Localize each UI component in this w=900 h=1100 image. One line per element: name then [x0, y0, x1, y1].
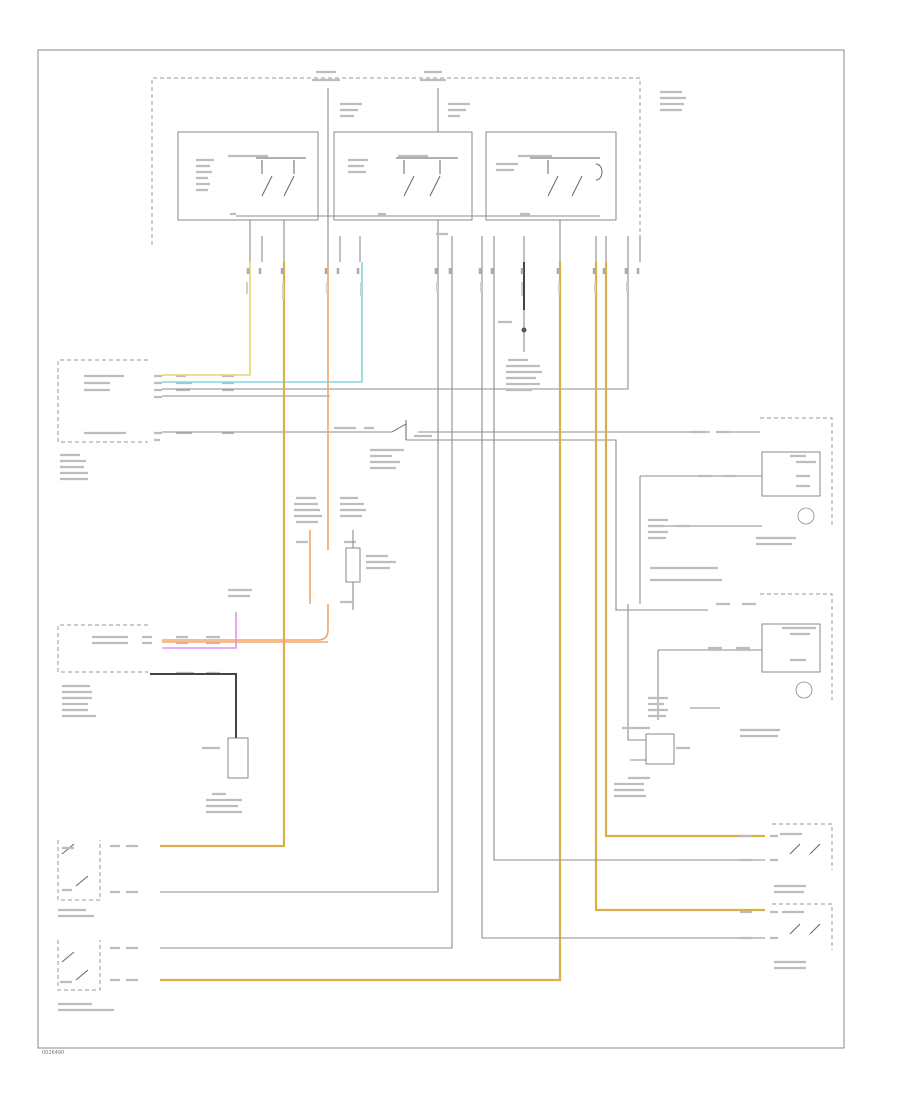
relay-box-right	[485, 131, 617, 221]
passenger-switch	[61, 951, 89, 981]
splice-box-labels	[614, 726, 690, 798]
wire-pink	[162, 612, 237, 649]
right-rear-switch-outline	[772, 903, 833, 950]
middle-components	[294, 496, 396, 610]
driver-door-module-outline	[760, 417, 833, 525]
passenger-switch-labels	[58, 946, 138, 1012]
diagram-frame	[37, 49, 845, 1049]
wire-gray-col-494	[493, 262, 765, 861]
driver-switch-labels	[58, 844, 138, 918]
wire-yellow-main	[160, 262, 286, 848]
driver-wires	[639, 475, 762, 604]
passenger-lock-actuator	[761, 623, 821, 673]
driver-switch-outline	[57, 840, 101, 901]
figure-id: 0026490	[42, 1050, 64, 1056]
wire-yellow-right-3	[604, 262, 765, 838]
bcm-outline	[57, 359, 148, 443]
wire-gray-col-482	[481, 262, 765, 939]
pin-stubs	[249, 220, 641, 262]
relay-box-middle	[333, 131, 473, 221]
driver-labels	[648, 430, 816, 582]
wire-splice-rear	[406, 439, 708, 611]
wire-yellow-bcm	[162, 262, 251, 376]
label-marks	[196, 70, 686, 236]
right-door-components	[614, 417, 833, 970]
driver-lock-actuator	[761, 451, 821, 497]
bcm-labels	[60, 374, 234, 481]
wire-gray-bcm-1	[162, 262, 629, 390]
fuse-block-outline	[151, 77, 641, 245]
connector-marks	[246, 268, 640, 274]
lamp-module	[345, 547, 361, 583]
module2-outline	[57, 624, 148, 673]
left-rear-labels	[740, 832, 806, 894]
connector-terminals	[246, 268, 640, 300]
wire-yellow-right-2	[594, 262, 765, 912]
passenger-door-module-outline	[760, 593, 833, 700]
wire-black-module	[150, 673, 237, 715]
wire-yellow-right-1	[160, 262, 562, 982]
right-rear-switch	[789, 923, 821, 935]
wire-cyan-bcm	[162, 262, 363, 383]
left-rear-switch	[789, 843, 821, 855]
ground-block-labels	[202, 746, 242, 814]
relay-switch-left	[256, 157, 306, 197]
door-ajar-labels	[334, 426, 432, 470]
wire-gray-col-438	[160, 262, 439, 893]
wire-gray-col-452	[160, 262, 453, 949]
relay-switch-right	[530, 157, 603, 197]
ground-splice-point	[521, 327, 527, 333]
relay-box-left	[177, 131, 319, 221]
passenger-lock-motor-icon	[795, 681, 813, 699]
left-rear-switch-outline	[772, 823, 833, 870]
passenger-switch-outline	[57, 940, 101, 991]
left-module-2	[57, 588, 252, 718]
component-labels-mid	[294, 496, 396, 604]
left-door-switches	[57, 840, 138, 1012]
fuse-relay-block	[151, 70, 686, 262]
driver-lock-motor-icon	[797, 507, 815, 525]
right-rear-labels	[740, 910, 806, 970]
relay-switch-middle	[396, 157, 458, 197]
splice-box	[645, 733, 675, 765]
module2-labels	[62, 588, 252, 718]
ground-block	[227, 737, 249, 779]
connector-labels	[246, 282, 628, 300]
passenger-labels	[648, 602, 816, 738]
body-control-module	[57, 359, 234, 481]
door-ajar-switch	[391, 420, 407, 440]
splice-box-wires	[627, 604, 646, 761]
ground-labels	[498, 320, 542, 392]
wire-orange	[162, 262, 329, 641]
driver-switch	[61, 843, 89, 887]
passenger-wires	[657, 649, 762, 720]
